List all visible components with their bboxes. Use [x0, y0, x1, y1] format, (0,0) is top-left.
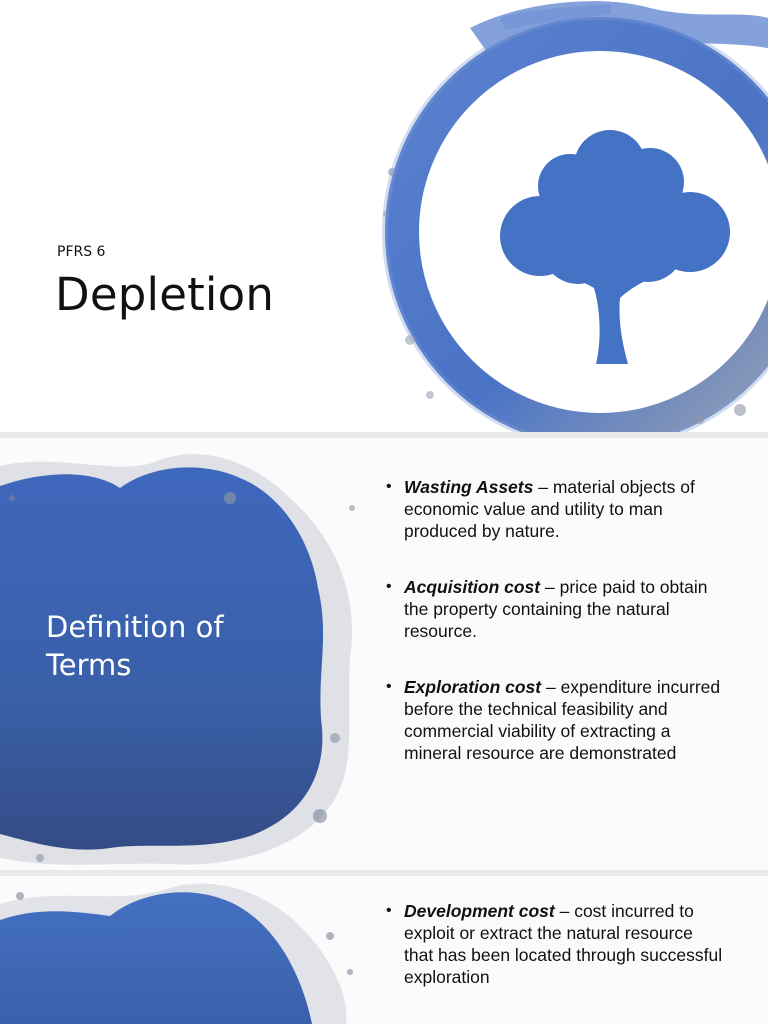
definition-text: material objects of economic value and u… — [404, 477, 695, 541]
slide-title: Depletion — [55, 268, 275, 321]
definition-item: Development cost – cost incurred to expl… — [384, 900, 724, 988]
title-slide: PFRS 6 Depletion — [0, 0, 768, 432]
slide-subtitle: PFRS 6 — [57, 244, 106, 260]
definition-item: Acquisition cost – price paid to obtain … — [384, 576, 724, 642]
definition-separator: – — [533, 477, 553, 497]
decorative-splash — [0, 883, 353, 1024]
definitions-slide-continued: Development cost – cost incurred to expl… — [0, 876, 768, 1024]
definitions-slide: Definition of Terms Wasting Assets – mat… — [0, 438, 768, 870]
definition-text: expenditure incurred before the technica… — [404, 677, 721, 763]
definitions-list: Development cost – cost incurred to expl… — [384, 900, 724, 1022]
definition-term: Wasting Assets — [404, 477, 534, 497]
definitions-list: Wasting Assets – material objects of eco… — [384, 476, 724, 798]
definition-term: Development cost — [404, 901, 555, 921]
definition-text: price paid to obtain the property contai… — [404, 577, 708, 641]
definition-separator: – — [540, 577, 560, 597]
decorative-splash — [0, 454, 355, 865]
definition-separator: – — [554, 901, 575, 921]
definition-separator: – — [541, 677, 561, 697]
section-title: Definition of Terms — [46, 608, 306, 684]
definition-term: Exploration cost — [404, 677, 542, 697]
section-title-line1: Definition of — [46, 610, 224, 644]
definition-text: cost incurred to exploit or extract the … — [404, 901, 723, 987]
tree-icon — [498, 128, 734, 368]
definition-item: Exploration cost – expenditure incurred … — [384, 676, 724, 764]
section-title-line2: Terms — [46, 648, 132, 682]
definition-term: Acquisition cost — [404, 577, 541, 597]
definition-item: Wasting Assets – material objects of eco… — [384, 476, 724, 542]
